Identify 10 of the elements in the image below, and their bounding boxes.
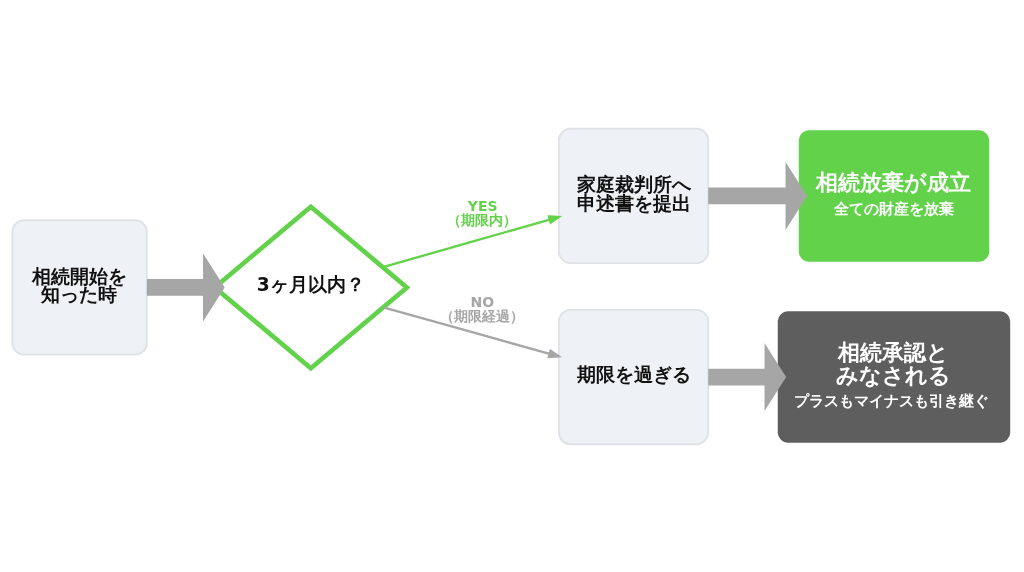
arrow: [383, 305, 563, 358]
node-box: 期限を過ぎる: [557, 308, 710, 445]
edge-label: YES （期限内）: [447, 197, 518, 228]
node-box: 家庭裁判所へ申述書を提出: [557, 127, 710, 264]
arrow: [382, 214, 563, 268]
node-box: 相続開始を知った時: [11, 218, 148, 356]
arrow: [708, 342, 787, 411]
arrow: [146, 252, 225, 321]
arrow: [708, 161, 808, 230]
edge-label: NO （期限経過）: [440, 293, 525, 324]
